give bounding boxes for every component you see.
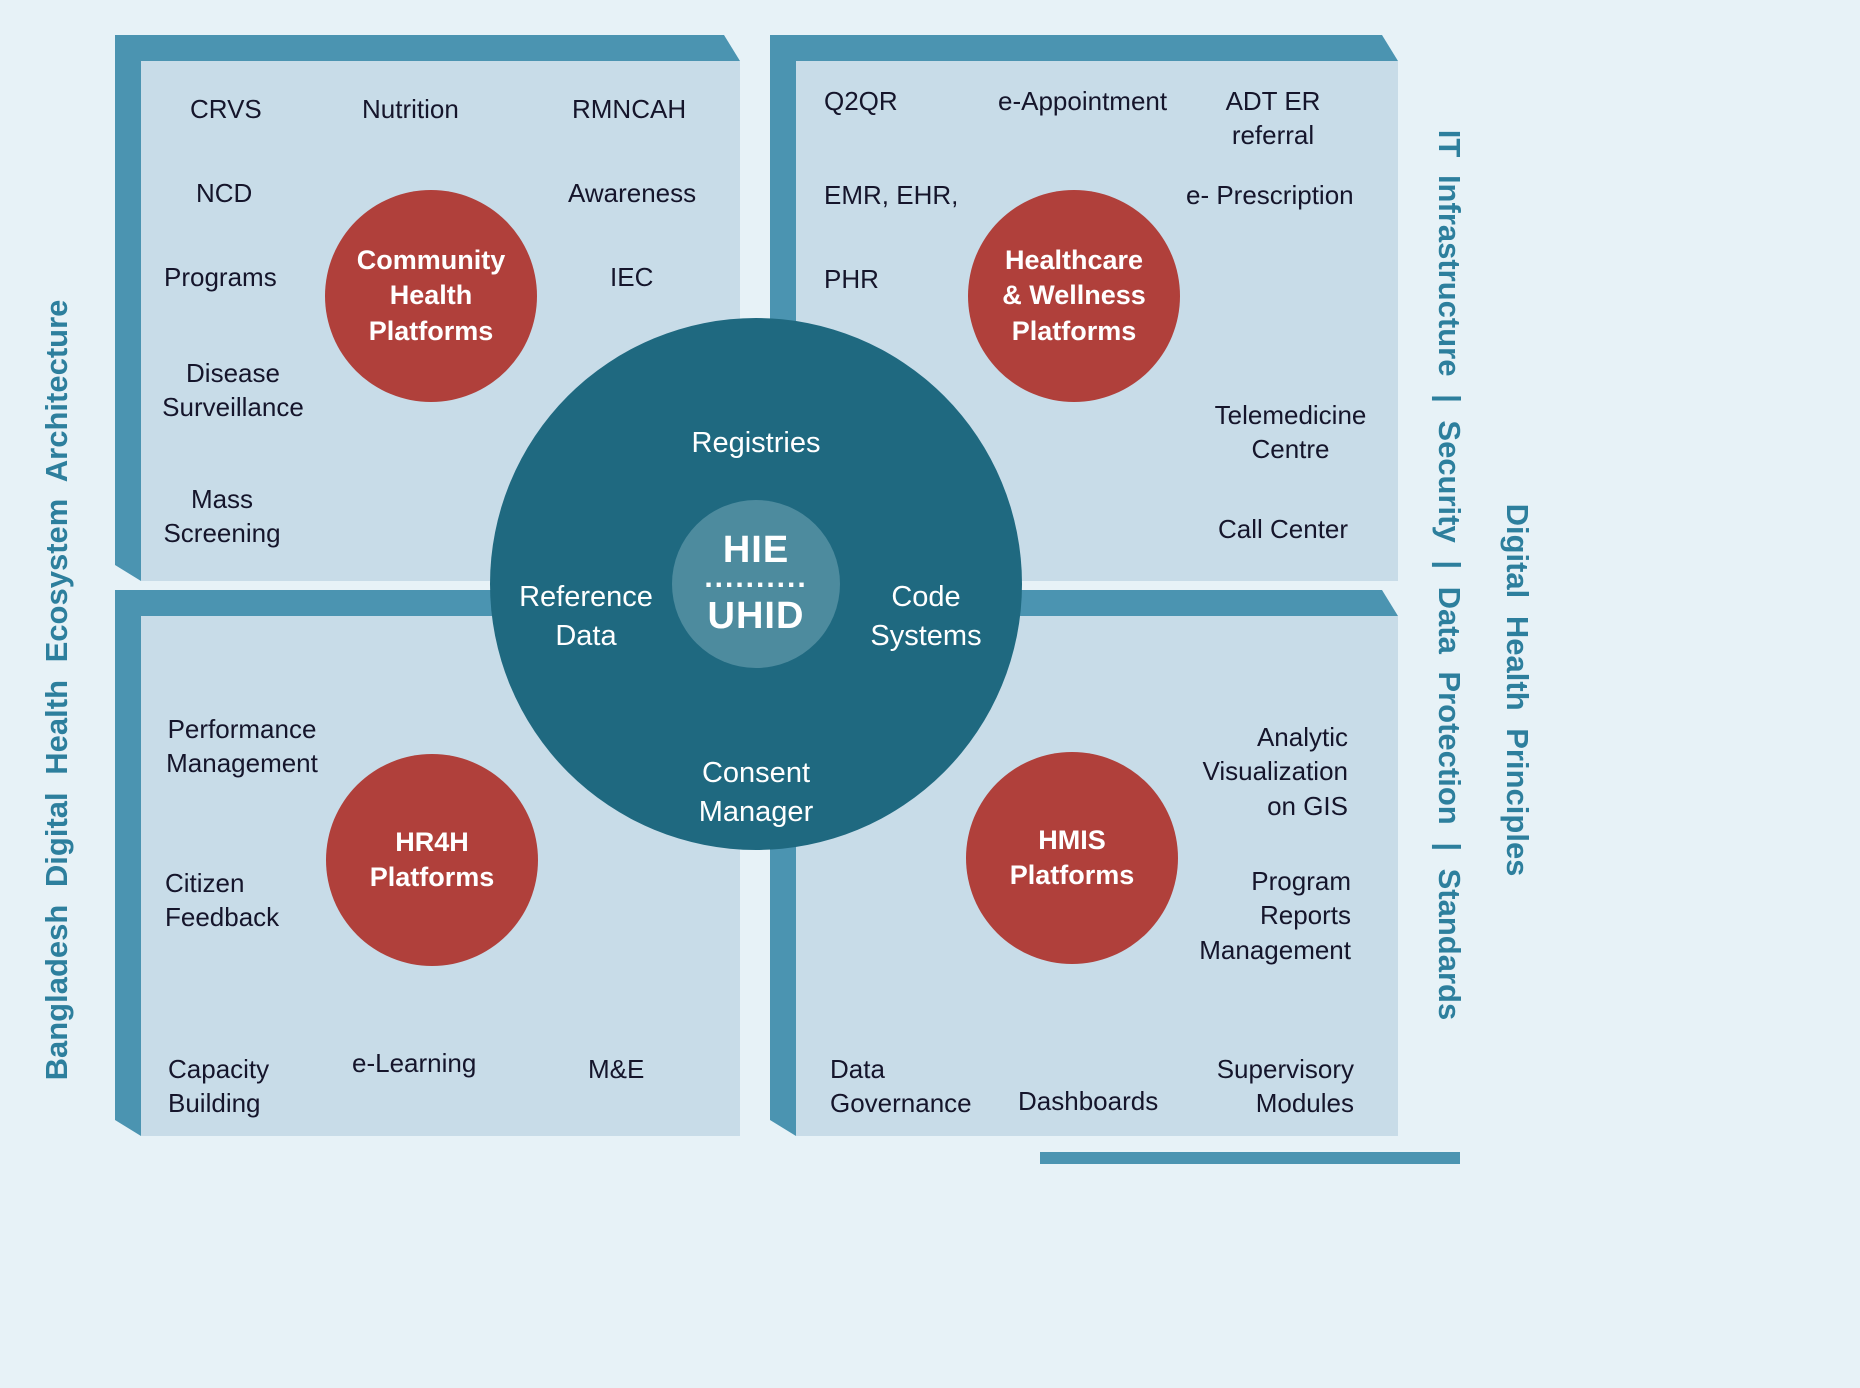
hie-label: HIE: [722, 529, 790, 572]
label-phr: PHR: [824, 264, 879, 294]
registries-label: Registries: [691, 427, 821, 459]
label-me: M&E: [588, 1054, 645, 1084]
label-adt-er-referral: ADT ER referral: [1225, 86, 1321, 151]
label-e-prescription: e- Prescription: [1186, 180, 1354, 210]
left-axis-title: Bangladesh Digital Health Ecosystem Arch…: [39, 299, 74, 1081]
label-iec: IEC: [610, 262, 654, 292]
hmis-platforms-circle: HMIS Platforms: [966, 752, 1178, 964]
consent-manager-label: Consent Manager: [698, 757, 814, 829]
label-performance-management: Performance Management: [166, 714, 318, 779]
label-call-center: Call Center: [1218, 514, 1349, 544]
label-capacity-building: Capacity Building: [168, 1054, 270, 1119]
label-nutrition: Nutrition: [362, 94, 459, 124]
label-telemedicine-centre: Telemedicine Centre: [1214, 400, 1367, 465]
label-disease-surveillance: Disease Surveillance: [162, 358, 304, 423]
bottom-accent-bar: [1040, 1152, 1460, 1164]
uhid-label: UHID: [707, 594, 805, 637]
panel-edge-top: [115, 35, 740, 61]
reference-data-label: Reference Data: [519, 581, 653, 653]
label-crvs: CRVS: [190, 94, 262, 124]
hie-circle: HIE .......... UHID: [490, 318, 1022, 850]
right-axis-title-digital-health-principles: Digital Health Principles: [1500, 503, 1535, 877]
label-rmncah: RMNCAH: [572, 94, 687, 124]
label-citizen-feedback: Citizen Feedback: [165, 868, 280, 933]
hr4h-platforms-circle: HR4H Platforms: [326, 754, 538, 966]
label-data-governance: Data Governance: [830, 1054, 972, 1119]
label-q2qr: Q2QR: [824, 86, 898, 116]
label-e-learning: e-Learning: [352, 1048, 477, 1078]
panel-edge-top: [770, 35, 1398, 61]
label-dashboards: Dashboards: [1018, 1086, 1159, 1116]
label-mass-screening: Mass Screening: [163, 484, 281, 549]
label-supervisory-modules: Supervisory Modules: [1216, 1054, 1354, 1119]
label-emr-ehr: EMR, EHR,: [824, 180, 959, 210]
label-program-reports-management: Program Reports Management: [1199, 866, 1351, 965]
label-ncd: NCD: [196, 178, 253, 208]
right-axis-title-it-infrastructure: IT Infrastructure | Security | Data Prot…: [1432, 129, 1467, 1021]
community-health-platforms-circle: Community Health Platforms: [325, 190, 537, 402]
healthcare-wellness-platforms-circle: Healthcare & Wellness Platforms: [968, 190, 1180, 402]
hub-dots: ..........: [704, 561, 808, 595]
label-programs: Programs: [164, 262, 277, 292]
label-e-appointment: e-Appointment: [998, 86, 1168, 116]
code-systems-label: Code Systems: [870, 581, 982, 653]
panel-edge-left: [115, 590, 141, 1136]
hub-circle: HIE .......... UHID: [672, 500, 840, 668]
label-awareness: Awareness: [568, 178, 697, 208]
panel-edge-left: [115, 35, 141, 581]
label-analytic-visualization-gis: Analytic Visualization on GIS: [1202, 722, 1348, 821]
